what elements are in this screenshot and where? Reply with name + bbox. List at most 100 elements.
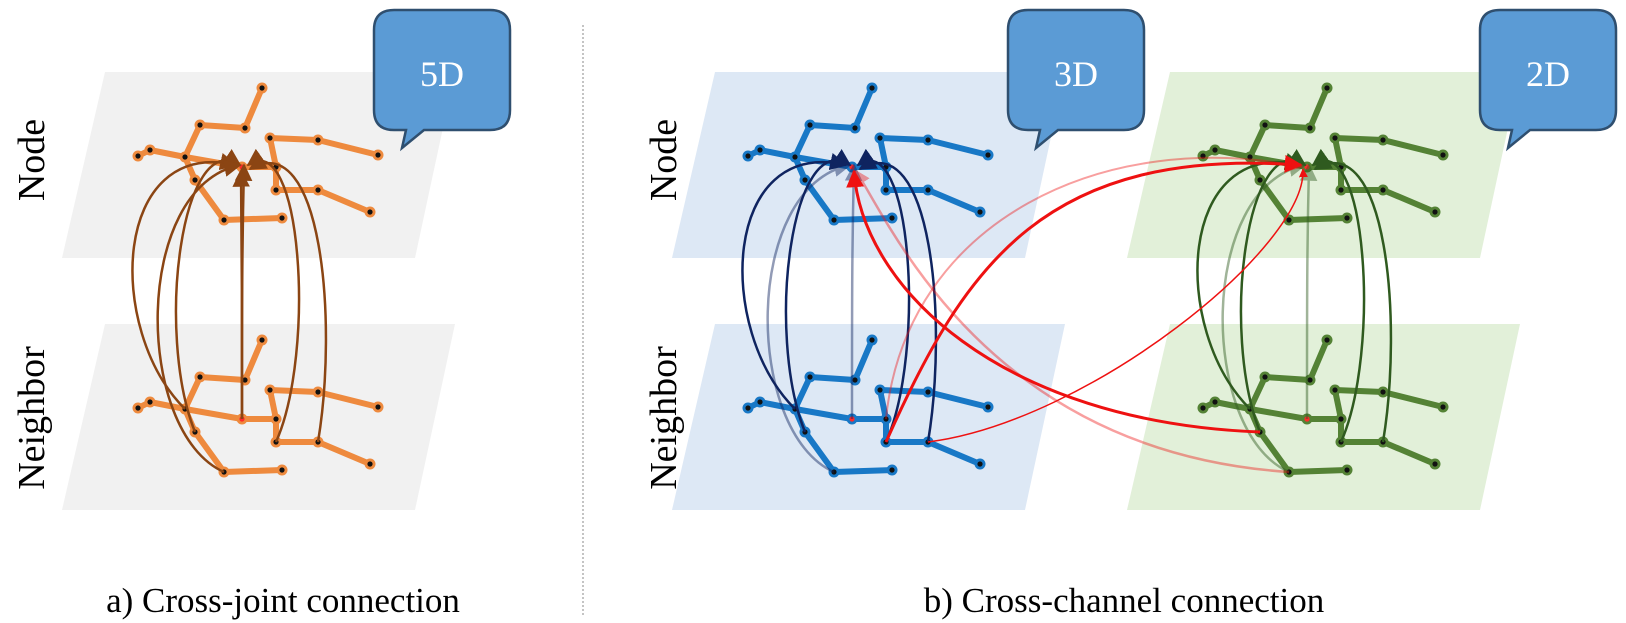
skeleton-bone [1247, 374, 1268, 412]
joint-dot-icon [831, 469, 837, 475]
skeleton-bone [242, 337, 265, 383]
joint-dot-icon [267, 387, 273, 393]
cross-channel-2d-arrow [1196, 153, 1303, 410]
skeleton-bone [802, 177, 837, 223]
skeleton-bone [1257, 429, 1292, 475]
joint-dot-icon [849, 416, 855, 422]
cross-joint-arrow [131, 153, 238, 410]
skeleton-bone [792, 406, 855, 422]
joint-dot-icon [315, 137, 321, 143]
skeleton-bone [925, 187, 983, 215]
cross-channel-red-arrow [846, 169, 1261, 434]
joint-dot-icon [877, 387, 883, 393]
joint-dot-icon [1304, 416, 1310, 422]
cross-joint-arrow [232, 169, 250, 420]
cross-channel-red-arrow [927, 168, 1308, 443]
skeleton-bone [221, 467, 285, 475]
cross-channel-red-arrow [885, 156, 1304, 420]
skeleton-bone [267, 135, 321, 143]
joint-dot-icon [375, 404, 381, 410]
skeleton-bone [1380, 137, 1446, 158]
skeleton-bone [757, 147, 798, 160]
skeleton-bone [802, 429, 837, 475]
cross-channel-2d-arrow [1313, 153, 1393, 443]
speech-bubble-callout-icon [1006, 8, 1146, 152]
joint-dot-icon [197, 374, 203, 380]
cross-channel-red-arrow [854, 169, 1290, 474]
joint-dot-icon [192, 177, 198, 183]
skeleton-bone [1262, 374, 1313, 383]
joint-dot-icon [1324, 337, 1330, 343]
joint-dot-icon [367, 461, 373, 467]
caption-a: a) Cross-joint connection [106, 581, 460, 620]
skeleton-bone [1212, 147, 1253, 160]
callout-2d-text: 2D [1526, 54, 1570, 94]
callout-3d: 3D [1006, 8, 1146, 152]
skeleton-bone [315, 187, 373, 215]
skeleton-bone [925, 439, 983, 467]
skeleton-bone [1247, 122, 1268, 160]
speech-bubble-callout-icon [372, 8, 512, 152]
skeleton-bone [1380, 439, 1438, 467]
joint-dot-icon [869, 85, 875, 91]
joint-dot-icon [1380, 187, 1386, 193]
joint-dot-icon [1332, 135, 1338, 141]
joint-dot-icon [831, 217, 837, 223]
joint-dot-icon [802, 177, 808, 183]
joint-dot-icon [807, 122, 813, 128]
speech-bubble-callout-icon [1478, 8, 1618, 152]
joint-dot-icon [147, 399, 153, 405]
skeleton-bone [807, 122, 858, 131]
skeleton-bone [852, 337, 875, 383]
joint-dot-icon [273, 416, 279, 422]
joint-dot-icon [977, 461, 983, 467]
joint-dot-icon [1338, 416, 1344, 422]
label-neighbor-b: Neighbor [643, 346, 685, 490]
joint-dot-icon [1307, 377, 1313, 383]
skeleton-bone [1212, 399, 1253, 412]
joint-dot-icon [1338, 187, 1344, 193]
cross-joint-arrow [248, 153, 328, 443]
joint-dot-icon [877, 135, 883, 141]
cross-channel-2d-arrow [1299, 163, 1318, 420]
skeleton-bone [315, 439, 373, 467]
joint-dot-icon [1324, 85, 1330, 91]
joint-dot-icon [182, 154, 188, 160]
joint-dot-icon [852, 377, 858, 383]
joint-dot-icon [1432, 461, 1438, 467]
joint-dot-icon [925, 187, 931, 193]
joint-dot-icon [1286, 469, 1292, 475]
callout-3d-text: 3D [1054, 54, 1098, 94]
skeleton-bone [792, 122, 813, 160]
cross-channel-3d-arrow [858, 153, 938, 443]
skeleton-bone [242, 85, 265, 131]
joint-dot-icon [279, 467, 285, 473]
joint-dot-icon [757, 399, 763, 405]
joint-dot-icon [925, 389, 931, 395]
skeleton-bone [147, 147, 188, 160]
joint-dot-icon [1257, 177, 1263, 183]
skeleton-2d-node [1197, 82, 1449, 226]
joint-dot-icon [757, 147, 763, 153]
skeleton-bone [757, 399, 798, 412]
joint-dot-icon [1200, 405, 1206, 411]
joint-dot-icon [889, 215, 895, 221]
joint-dot-icon [242, 377, 248, 383]
cross-channel-red-arrow [884, 154, 1303, 443]
skeleton-bone [1262, 122, 1313, 131]
joint-dot-icon [852, 125, 858, 131]
skeleton-bone [267, 387, 321, 395]
joint-dot-icon [279, 215, 285, 221]
skeleton-bone [1286, 467, 1350, 475]
skeleton-bone [1286, 215, 1350, 223]
joint-dot-icon [259, 337, 265, 343]
joint-dot-icon [1380, 389, 1386, 395]
label-neighbor-a: Neighbor [11, 346, 53, 490]
joint-dot-icon [1344, 215, 1350, 221]
joint-dot-icon [367, 209, 373, 215]
joint-dot-icon [221, 217, 227, 223]
skeleton-bone [1332, 387, 1386, 395]
joint-dot-icon [1332, 387, 1338, 393]
joint-dot-icon [315, 389, 321, 395]
